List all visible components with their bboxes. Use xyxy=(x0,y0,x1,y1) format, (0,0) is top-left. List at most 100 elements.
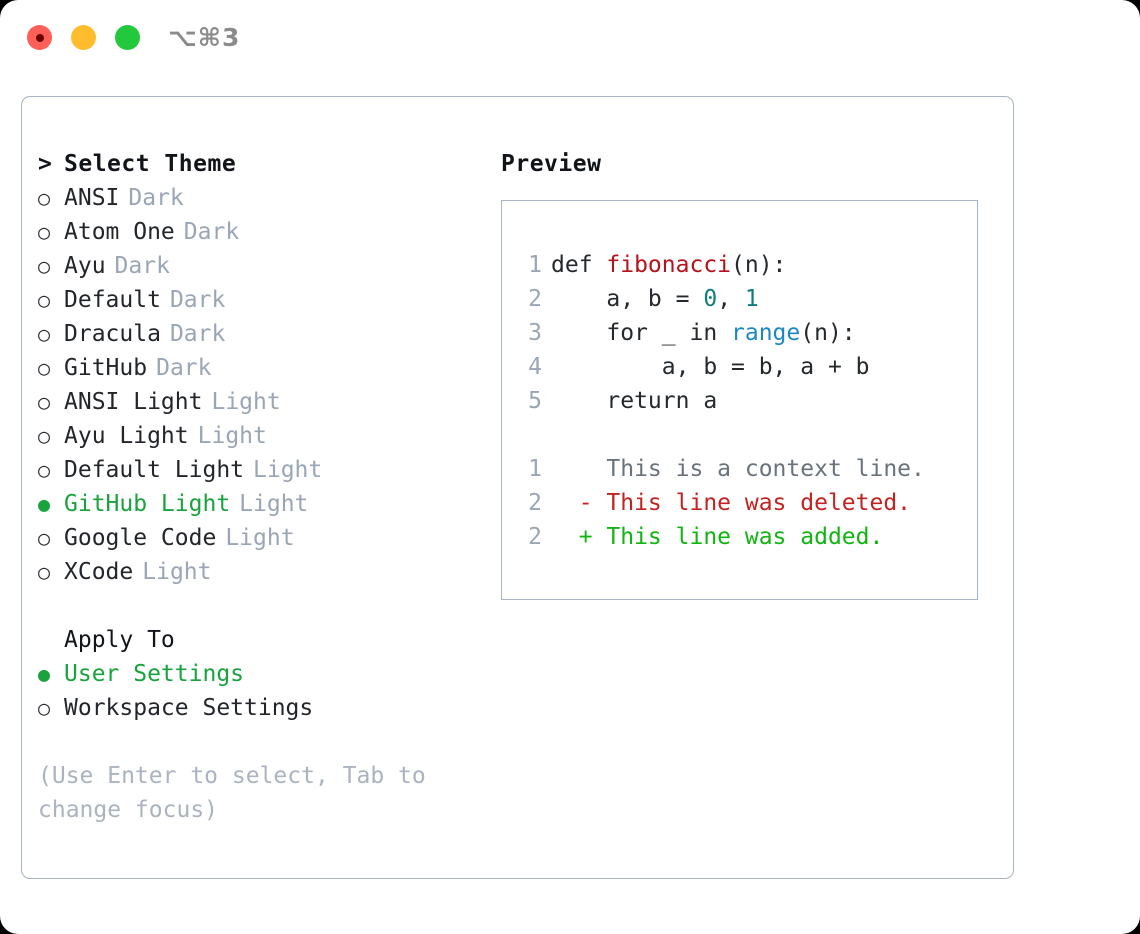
diff-marker: + xyxy=(551,524,607,550)
radio-selected-icon: ● xyxy=(38,492,51,516)
theme-item-kind: Light xyxy=(225,525,295,551)
code-token: return a xyxy=(606,388,718,414)
apply-to-item-label: Workspace Settings xyxy=(64,695,314,721)
code-line-text: a, b = 0, 1 xyxy=(551,282,759,316)
radio-unselected-icon: ○ xyxy=(38,186,51,210)
preview-title: Preview xyxy=(501,151,602,177)
code-line-text: return a xyxy=(551,384,717,418)
theme-item[interactable]: ○ Default Light Light xyxy=(38,453,488,487)
diff-line-text: This is a context line. xyxy=(606,456,925,482)
theme-item[interactable]: ○ Ayu Light Light xyxy=(38,419,488,453)
radio-unselected-icon: ○ xyxy=(38,254,51,278)
theme-item-kind: Light xyxy=(197,423,267,449)
radio-unselected-icon: ○ xyxy=(38,288,51,312)
radio-unselected-icon: ○ xyxy=(38,390,51,414)
theme-item[interactable]: ○ ANSI Light Light xyxy=(38,385,488,419)
line-number: 2 xyxy=(528,286,542,312)
minimize-button[interactable] xyxy=(71,25,96,50)
theme-picker-title: Select Theme xyxy=(64,151,237,177)
theme-item-label: Atom One xyxy=(64,219,175,245)
close-button[interactable] xyxy=(27,25,52,50)
theme-item-kind: Dark xyxy=(156,355,212,381)
radio-unselected-icon: ○ xyxy=(38,356,51,380)
theme-item-label: Dracula xyxy=(64,321,161,347)
zoom-button[interactable] xyxy=(115,25,140,50)
line-number: 2 xyxy=(528,490,542,516)
code-line-text: def fibonacci(n): xyxy=(551,248,786,282)
code-token: (n): xyxy=(731,252,787,278)
theme-item-label: GitHub xyxy=(64,355,148,381)
radio-unselected-icon: ○ xyxy=(38,322,51,346)
theme-item-kind: Dark xyxy=(128,185,184,211)
diff-line-text: This line was deleted. xyxy=(606,490,912,516)
theme-item-label: XCode xyxy=(64,559,134,585)
code-token: , xyxy=(717,286,745,312)
traffic-lights xyxy=(27,25,140,50)
code-token: 1 xyxy=(744,286,759,312)
line-number: 4 xyxy=(528,354,542,380)
theme-item-label: Default xyxy=(64,287,161,313)
diff-line: 2 - This line was deleted. xyxy=(502,486,977,520)
radio-unselected-icon: ○ xyxy=(38,220,51,244)
code-token: range xyxy=(731,320,801,346)
caret-icon: > xyxy=(38,151,52,177)
keyboard-hint: (Use Enter to select, Tab to change focu… xyxy=(38,763,426,823)
theme-item[interactable]: ○ GitHub Dark xyxy=(38,351,488,385)
line-number: 1 xyxy=(528,252,542,278)
theme-item-label: GitHub Light xyxy=(64,491,231,517)
code-token: def xyxy=(551,252,607,278)
radio-unselected-icon: ○ xyxy=(38,696,51,720)
theme-item[interactable]: ○ Dracula Dark xyxy=(38,317,488,351)
code-line: 2 a, b = 0, 1 xyxy=(502,282,977,316)
diff-marker: - xyxy=(551,490,607,516)
apply-to-title: Apply To xyxy=(64,627,175,653)
code-line: 5 return a xyxy=(502,384,977,418)
apply-to-item[interactable]: ○ Workspace Settings xyxy=(38,691,488,725)
theme-item-kind: Light xyxy=(142,559,212,585)
theme-item[interactable]: ○ Default Dark xyxy=(38,283,488,317)
theme-item-label: Ayu Light xyxy=(64,423,189,449)
apply-to-item[interactable]: ●User Settings xyxy=(38,657,488,691)
theme-item-kind: Dark xyxy=(169,287,226,313)
code-line-text: for _ in range(n): xyxy=(551,316,855,350)
theme-item-label: ANSI Light xyxy=(64,389,203,415)
title-bar: ⌥⌘3 xyxy=(0,0,1140,78)
theme-item-label: Default Light xyxy=(64,457,245,483)
radio-unselected-icon: ○ xyxy=(38,458,51,482)
line-number: 1 xyxy=(528,456,542,482)
theme-item-kind: Dark xyxy=(169,321,226,347)
theme-item-kind: Light xyxy=(253,457,323,483)
diff-sample: 1 This is a context line. 2 - This line w… xyxy=(502,452,977,554)
theme-picker-header: > Select Theme xyxy=(38,147,488,181)
apply-to-list: ●User Settings ○ Workspace Settings xyxy=(38,657,488,725)
radio-unselected-icon: ○ xyxy=(38,526,51,550)
code-token: a, b = xyxy=(606,286,704,312)
theme-item-kind: Light xyxy=(211,389,281,415)
theme-item-label: Google Code xyxy=(64,525,217,551)
section-spacer xyxy=(38,589,488,623)
theme-item-label: Ayu xyxy=(64,253,106,279)
code-token: fibonacci xyxy=(606,252,732,278)
code-diff-spacer xyxy=(502,418,977,452)
radio-unselected-icon: ○ xyxy=(38,424,51,448)
window-title-shortcut: ⌥⌘3 xyxy=(168,23,241,52)
diff-line-text: This line was added. xyxy=(606,524,884,550)
line-number: 3 xyxy=(528,320,542,346)
theme-item[interactable]: ○ Google Code Light xyxy=(38,521,488,555)
code-line: 1 def fibonacci(n): xyxy=(502,248,977,282)
diff-line: 2 + This line was added. xyxy=(502,520,977,554)
code-token: for _ in xyxy=(606,320,732,346)
code-token: 0 xyxy=(703,286,718,312)
